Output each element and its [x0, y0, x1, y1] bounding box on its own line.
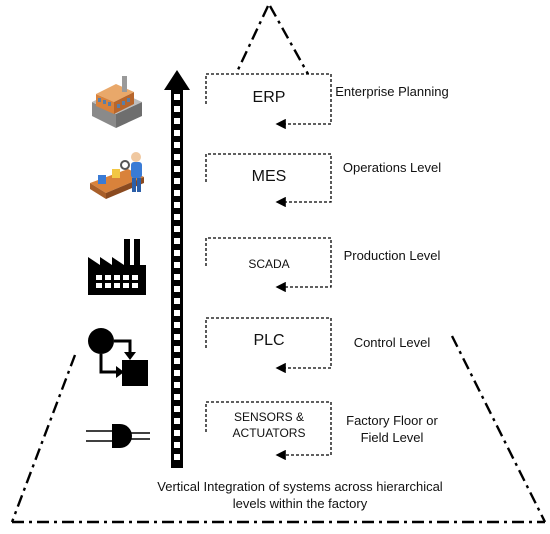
operator-conveyor-icon	[90, 152, 144, 199]
plc-label: PLC	[253, 332, 285, 349]
control-level-label: Control Level	[353, 335, 431, 350]
sensor-actuator-icon	[86, 424, 150, 448]
erp-bracket	[205, 73, 332, 130]
sensors-bracket	[205, 401, 332, 461]
control-flow-icon	[88, 328, 148, 386]
diagram-caption: Vertical Integration of systems across h…	[157, 479, 443, 511]
production-level-label: Production Level	[343, 248, 441, 263]
mes-label: MES	[251, 168, 287, 185]
factory-icon	[88, 239, 146, 295]
plc-bracket	[205, 317, 332, 374]
mes-bracket	[205, 153, 332, 208]
scada-label: SCADA	[248, 257, 290, 271]
enterprise-planning-label: Enterprise Planning	[335, 84, 449, 99]
operations-level-label: Operations Level	[342, 160, 442, 175]
field-level-label: Factory Floor or Field Level	[346, 413, 438, 445]
erp-label: ERP	[252, 89, 286, 106]
sensors-actuators-label: SENSORS & ACTUATORS	[232, 410, 306, 441]
office-building-icon	[92, 76, 142, 128]
scada-bracket	[205, 237, 332, 293]
